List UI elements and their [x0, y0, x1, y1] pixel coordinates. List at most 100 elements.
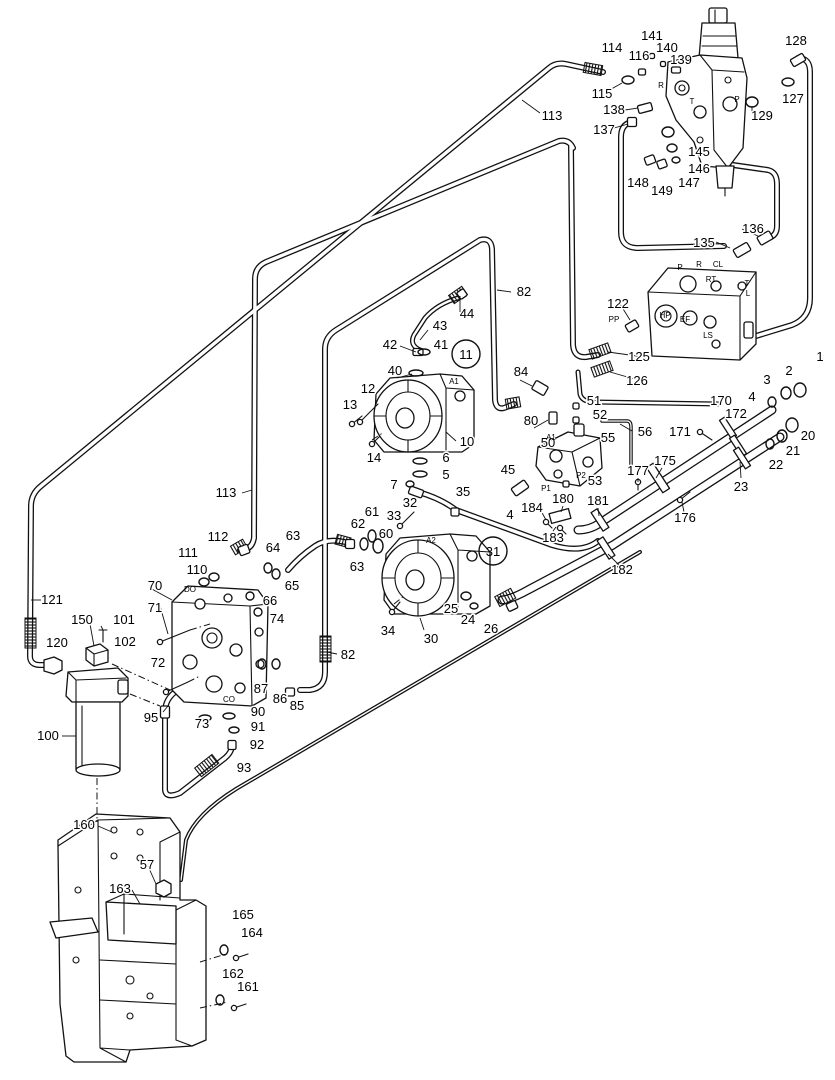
callout-label: 40	[388, 363, 402, 378]
frame-tab	[49, 917, 99, 939]
hose-43-core	[411, 296, 460, 352]
seal-6	[412, 457, 428, 465]
fitting-26	[505, 600, 519, 612]
leader-line	[655, 467, 663, 479]
callout-label: 45	[501, 462, 515, 477]
valve-bolt-hole	[724, 76, 732, 84]
seal-74	[253, 607, 263, 617]
valve-block-port	[234, 682, 246, 694]
callout-label: 148	[627, 175, 649, 190]
callout-label: 150	[71, 612, 93, 627]
callout-label: 91	[251, 719, 265, 734]
leader-line	[715, 241, 731, 249]
port-label: L	[746, 289, 751, 298]
callout-label: 128	[785, 33, 807, 48]
seal-62	[359, 537, 369, 551]
small-parts-layer	[156, 52, 807, 1012]
bolt-71-centerline	[189, 623, 211, 631]
callout-label: 35	[456, 484, 470, 499]
hose-121	[24, 617, 37, 649]
leader-line	[533, 419, 549, 429]
callout-label: 26	[484, 621, 498, 636]
callout-label: 176	[674, 510, 696, 525]
fitting-35	[450, 507, 460, 517]
callout-label: 20	[801, 428, 815, 443]
callout-label: 82	[517, 284, 531, 299]
leader-line	[159, 605, 169, 635]
callout-label: 42	[383, 337, 397, 352]
seal-73	[198, 714, 212, 722]
fitting-139	[670, 66, 682, 74]
fitting-80	[548, 411, 558, 425]
leader-line	[396, 373, 413, 379]
seal-129	[745, 96, 759, 108]
callout-label: 22	[769, 457, 783, 472]
divider-block-50	[535, 423, 603, 487]
fitting-95-centerline	[129, 693, 161, 707]
leader-line	[552, 526, 557, 532]
pump-30-ribs	[381, 539, 455, 617]
fitting-32	[407, 485, 425, 499]
callout-label: 53	[588, 473, 602, 488]
bolt-33	[399, 511, 415, 527]
clamp-182	[596, 536, 616, 560]
seal-65	[271, 568, 281, 580]
leader-line	[419, 617, 425, 631]
frame-side-plate	[159, 831, 197, 1047]
seal-40	[408, 369, 424, 377]
hose-126	[590, 360, 614, 378]
control-port-cl	[710, 280, 722, 292]
screw-101	[98, 629, 108, 643]
fitting-95	[159, 705, 171, 719]
bolt-176-head	[676, 496, 684, 504]
hose-82	[319, 635, 332, 663]
pump-30-shaft	[405, 569, 425, 591]
callout-label: 127	[782, 91, 804, 106]
port-label: EF	[680, 315, 690, 324]
callout-label: 23	[734, 479, 748, 494]
callout-label: 57	[140, 857, 154, 872]
seal-146	[666, 143, 678, 153]
leader-line	[681, 501, 685, 513]
bolt-184-head	[542, 518, 550, 526]
seal-111	[208, 572, 220, 582]
seal-61	[367, 529, 377, 543]
seal-1	[793, 382, 807, 398]
hose-93-core	[163, 688, 234, 798]
callout-label: 1	[816, 349, 823, 364]
frame-tray-lip	[105, 893, 181, 935]
port-label: P	[734, 95, 739, 104]
callout-label: 113	[216, 485, 237, 500]
bolt-12	[359, 403, 379, 423]
leader-line	[607, 351, 645, 358]
valve-block-port	[229, 643, 243, 657]
leader-line	[100, 625, 104, 631]
control-port-pp-inner	[660, 310, 672, 322]
callout-label: 3	[763, 372, 770, 387]
port-label: R	[658, 81, 664, 90]
callout-label: 60	[379, 526, 393, 541]
leader-line	[605, 82, 623, 93]
callout-label: 112	[208, 529, 229, 544]
divider-port-a1	[549, 449, 563, 463]
bolt-33-head	[396, 522, 404, 530]
bolt-171-head	[696, 428, 704, 436]
hose-26	[494, 587, 517, 608]
callout-label: 80	[524, 413, 538, 428]
seal-20	[785, 417, 799, 433]
seal-64	[263, 562, 273, 574]
callout-label: 160	[73, 817, 95, 832]
leader-line	[609, 371, 639, 381]
leader-line	[131, 889, 141, 905]
callout-label: 177	[627, 463, 649, 478]
frame-hole	[136, 828, 144, 836]
valve-block-port	[182, 654, 198, 670]
callout-label: 41	[434, 337, 448, 352]
port-label: A2	[426, 536, 436, 545]
callout-label: 56	[638, 424, 652, 439]
filter-bowl-bottom	[75, 763, 121, 777]
leader-line	[624, 107, 639, 111]
frame-tray	[105, 901, 177, 945]
clamp-175	[645, 462, 671, 494]
callout-label: 149	[651, 183, 673, 198]
